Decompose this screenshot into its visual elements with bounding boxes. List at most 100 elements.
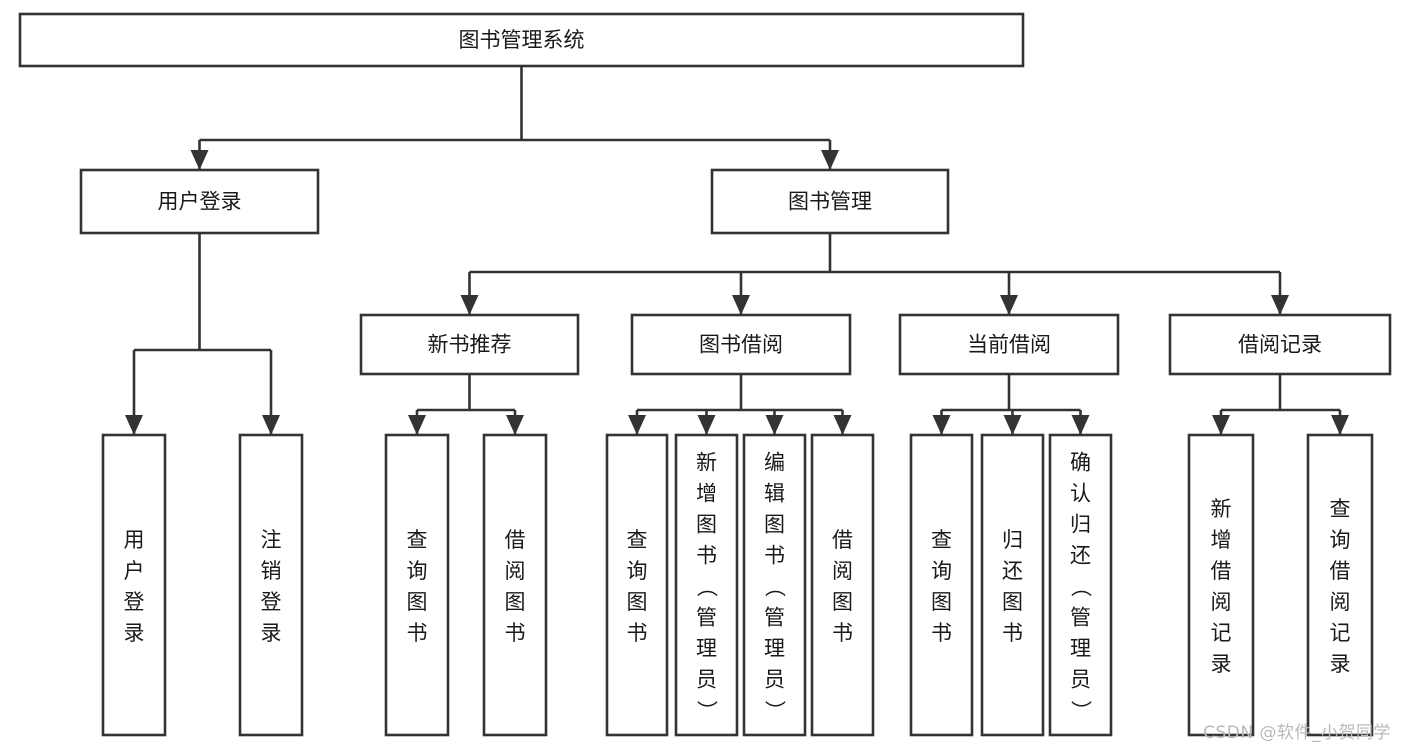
arrow-head-icon-current_borrow-1 [1003,415,1022,435]
node-label-leaf-confirm-return-char: ） [1069,700,1093,721]
node-label-leaf-logout-login-char: 注 [261,528,282,552]
arrow-head-icon-borrow_record-0 [1212,415,1230,435]
node-label-leaf-borrow-book-1-char: 图 [505,590,526,614]
arrow-head-icon-book_borrow-3 [833,415,852,435]
node-label-leaf-add-borrow-rec-char: 阅 [1211,590,1232,614]
node-box-leaf-return-book [980,433,1045,737]
node-label-borrow-record: 借阅记录 [1238,333,1322,357]
node-label-leaf-logout-login-char: 登 [261,590,282,614]
node-label-leaf-add-borrow-rec-char: 增 [1211,528,1232,552]
node-label-current-borrow: 当前借阅 [967,333,1051,357]
node-label-leaf-confirm-return-char: 员 [1070,668,1091,692]
node-box-book-borrow [630,313,852,376]
node-new-book-recommend: 新书推荐 [359,313,580,376]
arrow-head-icon-user_login-0 [125,415,143,435]
node-label-leaf-query-book-2-char: 图 [627,590,648,614]
node-box-current-borrow [898,313,1120,376]
node-user-login: 用户登录 [79,168,320,235]
node-label-leaf-query-book-3-char: 查 [931,528,952,552]
node-root: 图书管理系统 [18,12,1025,68]
node-label-leaf-query-book-1-char: 询 [407,559,428,583]
node-label-root: 图书管理系统 [459,28,585,52]
node-box-leaf-add-book-admin [674,433,739,737]
node-label-leaf-borrow-book-2-char: 书 [832,621,853,645]
node-label-user-login: 用户登录 [158,190,242,214]
node-label-leaf-query-borrow-rec-char: 记 [1330,621,1351,645]
node-label-leaf-edit-book-admin-char: 管 [764,606,785,630]
node-label-leaf-confirm-return-char: 管 [1070,606,1091,630]
node-label-leaf-logout-login-char: 销 [261,559,282,583]
node-label-leaf-return-book-char: 还 [1002,559,1023,583]
arrow-head-icon-current_borrow-2 [1071,415,1090,435]
node-label-leaf-return-book-char: 书 [1002,621,1023,645]
node-label-leaf-edit-book-admin-char: 理 [764,637,785,661]
node-label-leaf-add-book-admin-char: （ [695,576,719,597]
node-book-borrow: 图书借阅 [630,313,852,376]
arrow-head-icon-bookmanage-1 [732,295,750,315]
node-box-leaf-query-book-3 [909,433,974,737]
node-label-leaf-add-book-admin-char: 员 [696,668,717,692]
node-label-new-book-recommend: 新书推荐 [428,333,512,357]
node-label-leaf-add-book-admin-char: 书 [696,544,717,568]
node-label-leaf-add-book-admin-char: 理 [696,637,717,661]
node-label-book-borrow: 图书借阅 [699,333,783,357]
node-label-leaf-return-book-char: 归 [1002,528,1023,552]
node-box-user-login [79,168,320,235]
arrow-head-icon-borrow_record-1 [1331,415,1349,435]
node-label-leaf-edit-book-admin-char: ） [763,700,787,721]
arrow-head-icon-new_book_rec-1 [506,415,524,435]
node-box-leaf-query-book-2 [605,433,669,737]
node-label-leaf-user-login-char: 登 [124,590,145,614]
node-label-leaf-user-login-char: 户 [124,559,145,583]
node-label-leaf-query-book-1-char: 图 [407,590,428,614]
node-box-root [18,12,1025,68]
node-label-leaf-borrow-book-1-char: 借 [505,528,526,552]
node-label-leaf-query-borrow-rec-char: 借 [1330,559,1351,583]
arrow-head-icon-book_borrow-0 [628,415,646,435]
node-label-leaf-confirm-return-char: 理 [1070,637,1091,661]
node-box-leaf-borrow-book-2 [810,433,875,737]
node-label-leaf-borrow-book-2-char: 图 [832,590,853,614]
node-box-leaf-borrow-book-1 [482,433,548,737]
node-label-leaf-edit-book-admin-char: 图 [764,513,785,537]
node-box-leaf-logout-login [238,433,304,737]
node-label-leaf-add-book-admin-char: 管 [696,606,717,630]
node-label-leaf-query-book-1-char: 书 [407,621,428,645]
node-label-leaf-query-book-3-char: 图 [931,590,952,614]
arrow-head-icon-bookmanage-3 [1271,295,1289,315]
node-label-leaf-add-borrow-rec-char: 新 [1211,497,1232,521]
node-label-leaf-query-book-2-char: 查 [627,528,648,552]
node-box-leaf-add-borrow-rec [1187,433,1255,737]
arrow-head-icon-current_borrow-0 [932,415,951,435]
node-label-leaf-borrow-book-2-char: 阅 [832,559,853,583]
node-label-leaf-user-login-char: 录 [124,621,145,645]
node-label-leaf-edit-book-admin-char: 书 [764,544,785,568]
arrow-head-icon-bookmanage-0 [460,295,479,315]
node-label-leaf-add-book-admin-char: ） [695,700,719,721]
node-label-book-manage: 图书管理 [788,190,872,214]
node-box-leaf-query-book-1 [384,433,450,737]
node-label-leaf-edit-book-admin-char: 辑 [764,482,785,506]
node-label-leaf-query-book-3-char: 询 [931,559,952,583]
node-label-leaf-query-borrow-rec-char: 阅 [1330,590,1351,614]
node-current-borrow: 当前借阅 [898,313,1120,376]
node-label-leaf-confirm-return-char: 还 [1070,544,1091,568]
node-label-leaf-edit-book-admin-char: （ [763,576,787,597]
node-label-leaf-confirm-return-char: 确 [1070,451,1091,475]
node-label-leaf-add-book-admin-char: 图 [696,513,717,537]
node-label-leaf-query-book-2-char: 书 [627,621,648,645]
node-label-leaf-borrow-book-1-char: 书 [505,621,526,645]
node-boxes: 图书管理系统用户登录图书管理新书推荐图书借阅当前借阅借阅记录用户登录注销登录查询… [18,12,1392,737]
node-borrow-record: 借阅记录 [1168,313,1392,376]
